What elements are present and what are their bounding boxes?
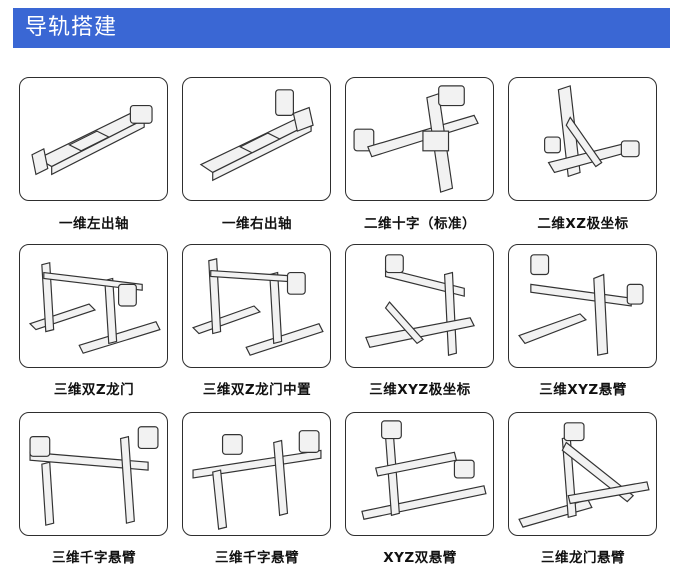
label-xyz-polar: 三维XYZ极坐标 [369, 382, 471, 398]
label-dual-z-gantry-center: 三维双Z龙门中置 [202, 382, 312, 398]
single-axis-left-motor-icon [31, 104, 153, 176]
xyz-polar-icon [365, 254, 475, 356]
label-single-axis-left: 一维左出轴 [59, 216, 129, 232]
card-single-axis-left[interactable] [19, 77, 168, 201]
page-title: 导轨搭建 [25, 15, 118, 40]
label-dual-z-gantry: 三维双Z龙门 [53, 382, 135, 398]
two-axis-cross-icon [353, 85, 479, 193]
card-xyz-polar[interactable] [345, 244, 494, 368]
gantry-cantilever-icon [518, 422, 650, 528]
card-xyz-dual-cantilever[interactable] [345, 412, 494, 536]
xyz-cantilever-icon [518, 254, 644, 356]
card-dual-z-gantry-center[interactable] [182, 244, 331, 368]
label-qian-cantilever-b: 三维千字悬臂 [215, 550, 299, 566]
label-gantry-cantilever: 三维龙门悬臂 [541, 550, 625, 566]
two-axis-xz-polar-icon [544, 85, 640, 178]
dual-z-gantry-center-icon [191, 258, 324, 356]
card-gantry-cantilever[interactable] [508, 412, 657, 536]
label-xyz-dual-cantilever: XYZ双悬臂 [383, 550, 457, 566]
card-single-axis-right[interactable] [182, 77, 331, 201]
label-qian-cantilever-a: 三维千字悬臂 [52, 550, 136, 566]
label-two-axis-xz-polar: 二维XZ极坐标 [537, 216, 629, 232]
qian-cantilever-b-icon [192, 430, 322, 530]
card-xyz-cantilever[interactable] [508, 244, 657, 368]
xyz-dual-cantilever-icon [361, 420, 487, 520]
page-title-bar: 导轨搭建 [13, 8, 670, 48]
card-dual-z-gantry[interactable] [19, 244, 168, 368]
card-two-axis-cross[interactable] [345, 77, 494, 201]
qian-cantilever-a-icon [29, 426, 159, 526]
card-qian-cantilever-a[interactable] [19, 412, 168, 536]
card-qian-cantilever-b[interactable] [182, 412, 331, 536]
card-two-axis-xz-polar[interactable] [508, 77, 657, 201]
label-two-axis-cross: 二维十字（标准） [364, 216, 476, 232]
single-axis-right-motor-icon [199, 89, 314, 182]
dual-z-gantry-icon [28, 261, 161, 354]
label-xyz-cantilever: 三维XYZ悬臂 [539, 382, 627, 398]
label-single-axis-right: 一维右出轴 [222, 216, 292, 232]
